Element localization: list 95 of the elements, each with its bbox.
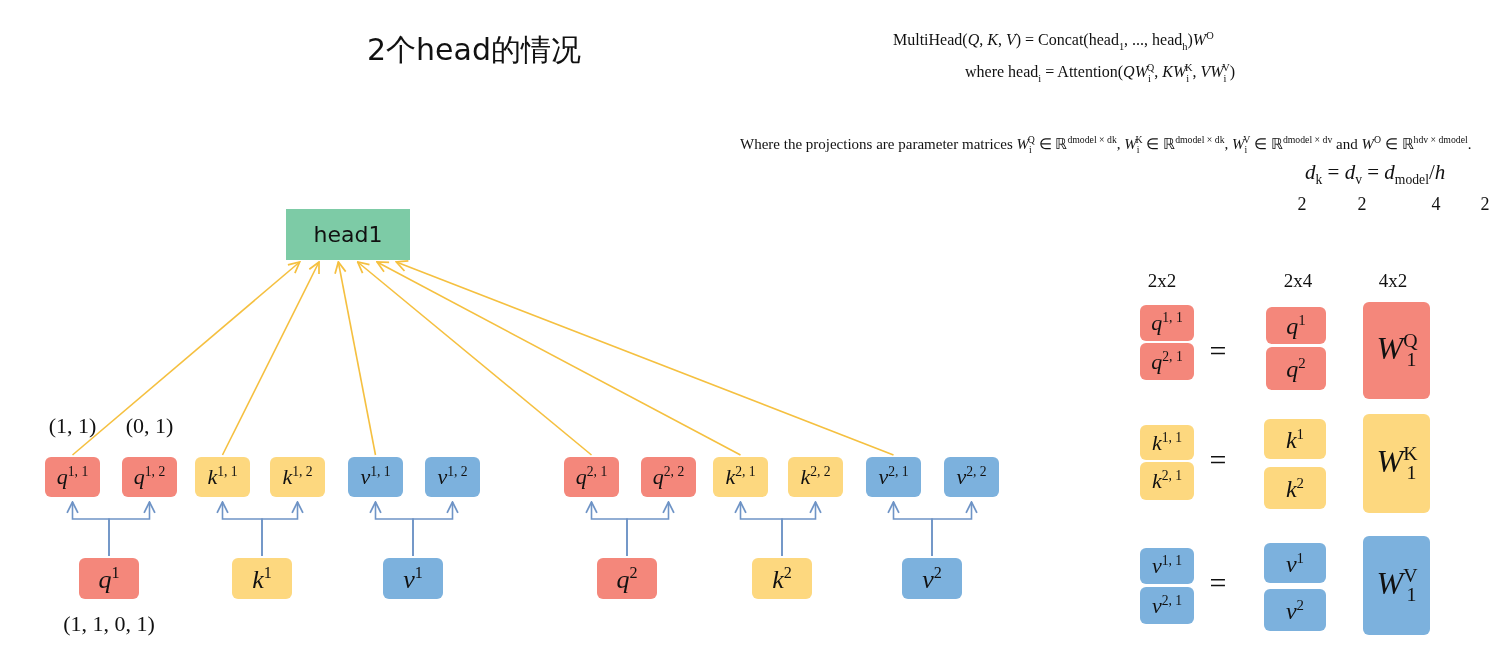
number: 2 xyxy=(1480,194,1490,215)
math-label: q$^{1, 1}$ xyxy=(1151,311,1183,335)
vector-box xyxy=(788,457,843,497)
math-label: q$^{1, 1}$ xyxy=(56,465,89,489)
math-label: k$^{2, 1}$ xyxy=(725,465,756,489)
equals-sign: = xyxy=(1209,334,1227,368)
vector-box xyxy=(1140,343,1194,380)
math-label: v$^{1, 1}$ xyxy=(360,465,391,489)
vector-box xyxy=(752,558,812,599)
math-label: k$^{1, 2}$ xyxy=(282,465,313,489)
math-label: q$^{2}$ xyxy=(1286,356,1306,381)
math-label: v$^{2, 1}$ xyxy=(1151,593,1183,618)
arrow xyxy=(395,260,895,456)
head-label: head1 xyxy=(313,222,383,247)
math-label: v$^{1, 2}$ xyxy=(437,465,468,489)
arrow xyxy=(71,261,301,456)
arrow xyxy=(108,501,156,557)
value-label: (0, 1) xyxy=(125,413,174,439)
math-label: k$^{1}$ xyxy=(252,564,272,593)
arrow xyxy=(931,501,978,557)
vector-box xyxy=(1140,462,1194,500)
arrow xyxy=(626,501,675,557)
vector-box xyxy=(79,558,139,599)
vector-box xyxy=(1363,414,1430,513)
math-label: k$^{2, 1}$ xyxy=(1151,469,1183,493)
math-label: q$^{1, 2}$ xyxy=(133,465,166,489)
math-label: k$^{1}$ xyxy=(1285,426,1305,452)
vector-box xyxy=(195,457,250,497)
formula: where head$_{i}$ = Attention(QW$_{i}$$^{Q}$, KW$_{i}$$^{K}$, VW$_{i}$$^{V}$) xyxy=(965,62,1236,84)
vector-box xyxy=(1140,548,1194,584)
title: 2个head的情况 xyxy=(367,31,581,69)
math-label: q$^{1}$ xyxy=(98,564,120,593)
arrow xyxy=(412,501,459,557)
vector-box xyxy=(270,457,325,497)
vector-box xyxy=(1363,536,1430,635)
math-label: q$^{2}$ xyxy=(616,564,638,593)
vector-box xyxy=(383,558,443,599)
number: 2 xyxy=(1297,194,1307,215)
vector-box xyxy=(902,558,962,599)
math-label: q$^{2, 1}$ xyxy=(575,465,608,489)
vector-box xyxy=(1264,589,1326,631)
math-label: k$^{2}$ xyxy=(1285,475,1305,501)
vector-box xyxy=(713,457,768,497)
math-label: v$^{2}$ xyxy=(1285,597,1305,623)
math-label: v$^{1}$ xyxy=(403,564,423,593)
vector-box xyxy=(1264,467,1326,509)
number: 2 xyxy=(1357,194,1367,215)
vector-box xyxy=(348,457,403,497)
vector-box xyxy=(425,457,480,497)
arrow xyxy=(781,501,822,557)
vector-box xyxy=(564,457,619,497)
math-label: k$^{1, 1}$ xyxy=(1151,430,1183,455)
vector-box xyxy=(45,457,100,497)
formula: d$_{k}$ = d$_{v}$ = d$_{model}$/h xyxy=(1305,160,1446,189)
math-label: q$^{2, 2}$ xyxy=(652,465,685,489)
vector-box xyxy=(1264,419,1326,459)
vector-box xyxy=(1363,302,1430,399)
vector-box xyxy=(122,457,177,497)
arrow xyxy=(376,261,742,456)
math-label: k$^{2}$ xyxy=(772,564,792,593)
dimension-label: 2x2 xyxy=(1147,270,1177,292)
equals-sign: = xyxy=(1209,566,1227,600)
math-label: k$^{1, 1}$ xyxy=(207,465,238,489)
arrow xyxy=(221,261,320,456)
arrow xyxy=(334,261,377,456)
dimension-label: 4x2 xyxy=(1378,270,1408,292)
vector-box xyxy=(1266,347,1326,390)
math-label: v$^{2, 2}$ xyxy=(956,465,987,489)
vector-box xyxy=(866,457,921,497)
equals-sign: = xyxy=(1209,443,1227,477)
value-label: (1, 1, 0, 1) xyxy=(63,611,155,637)
paragraph: Where the projections are parameter matrices W$_{i}$$^{Q}$ ∈ ℝ$^{dmodel × dk}$, W$_{i}$$^{K}$ ∈ ℝ$^{dmodel × dk}$, W$_{i}$$^{V}$ ∈ ℝ$^{dmodel × dv}$ and W$^{O}$ ∈ ℝ$^{hdv × dmodel}$. xyxy=(740,133,1473,157)
vector-box xyxy=(1264,543,1326,583)
vector-box xyxy=(1140,425,1194,460)
vector-box xyxy=(232,558,292,599)
math-label: v$^{2}$ xyxy=(922,564,942,593)
vector-box xyxy=(1266,307,1326,344)
math-label: v$^{2, 1}$ xyxy=(878,465,909,489)
value-label: (1, 1) xyxy=(48,413,97,439)
number: 4 xyxy=(1431,194,1441,215)
vector-box xyxy=(1140,305,1194,341)
arrow xyxy=(356,261,593,456)
dimension-label: 2x4 xyxy=(1283,270,1313,292)
formula: MultiHead(Q, K, V) = Concat(head$_{1}$, ..., head$_{h}$)W$^{O}$ xyxy=(893,30,1214,52)
arrow xyxy=(261,501,304,557)
math-label: v$^{1, 1}$ xyxy=(1151,554,1183,578)
vector-box xyxy=(1140,587,1194,624)
vector-box xyxy=(944,457,999,497)
vector-box xyxy=(597,558,657,599)
math-label: v$^{1}$ xyxy=(1285,550,1305,576)
math-label: k$^{2, 2}$ xyxy=(800,465,831,489)
math-label: q$^{2, 1}$ xyxy=(1151,349,1183,374)
vector-box xyxy=(641,457,696,497)
head-box xyxy=(286,209,410,260)
math-label: q$^{1}$ xyxy=(1286,313,1306,338)
